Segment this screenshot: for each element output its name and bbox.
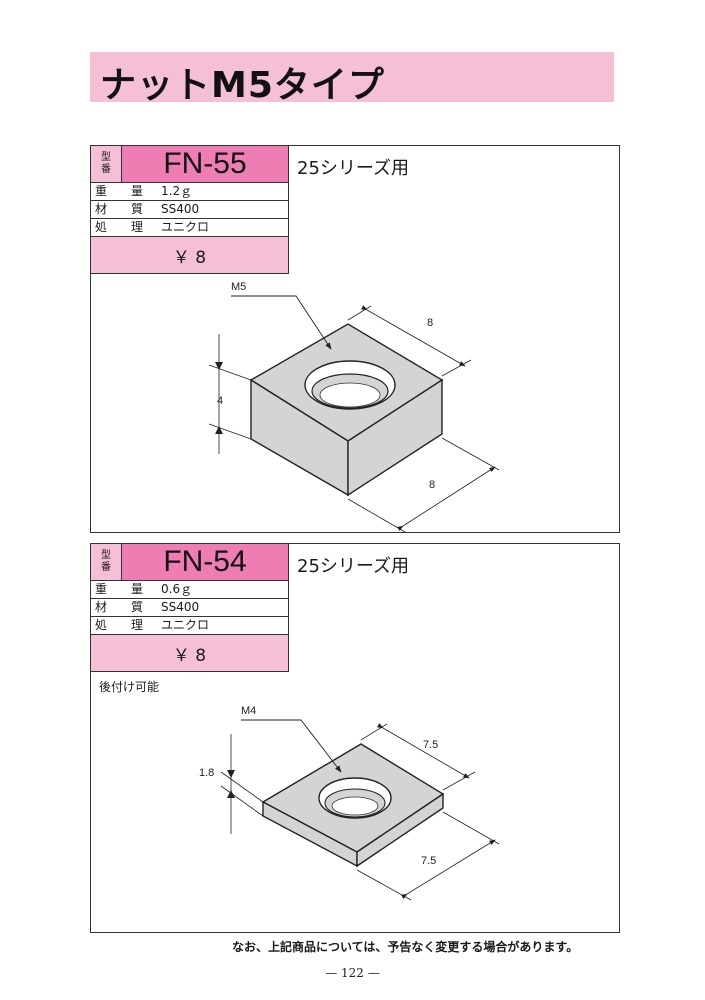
weight-label-2: 量 — [131, 184, 144, 198]
model-row: 型 番 FN-54 — [91, 544, 288, 581]
product-panel-fn54: 型 番 FN-54 重 量 0.6ｇ 材 質 SS400 処 理 ユニクロ ￥ … — [90, 543, 620, 933]
depth-dim-line — [396, 466, 496, 532]
model-label-char-1: 型 — [101, 550, 111, 561]
width-dim-label: 8 — [427, 317, 433, 329]
width-dim-line — [376, 723, 470, 779]
finish-label-1: 処 — [95, 618, 108, 632]
model-label-char-2: 番 — [101, 562, 111, 573]
material-value: SS400 — [161, 202, 200, 216]
spec-table: 型 番 FN-54 重 量 0.6ｇ 材 質 SS400 処 理 ユニクロ ￥ … — [91, 544, 289, 672]
model-label: 型 番 — [91, 544, 122, 580]
thread-leader — [241, 719, 342, 773]
title-banner: ナットM5タイプ — [90, 52, 614, 106]
weight-label-1: 重 — [95, 582, 108, 596]
material-row: 材 質 SS400 — [91, 201, 288, 219]
nut-drawing-fn54: M4 7.5 7.5 1.8 — [199, 705, 500, 901]
nut-right-face — [356, 792, 444, 868]
model-number: FN-55 — [122, 146, 288, 182]
width-dim-label: 7.5 — [423, 739, 438, 751]
material-value: SS400 — [161, 600, 200, 614]
page-title: ナットM5タイプ — [100, 65, 385, 106]
thread-leader — [231, 295, 332, 350]
disclaimer-note: なお、上記商品については、予告なく変更する場合があります。 — [232, 940, 579, 954]
depth-dim-label: 8 — [429, 479, 435, 491]
page-number: — 122 — — [325, 966, 380, 980]
series-label: 25シリーズ用 — [297, 556, 410, 577]
finish-label-1: 処 — [95, 220, 108, 234]
finish-value: ユニクロ — [161, 220, 210, 234]
price-value: ￥ 8 — [172, 247, 207, 268]
weight-label-2: 量 — [131, 582, 144, 596]
thread-label: M5 — [231, 281, 246, 293]
nut-drawing-fn55: M5 8 8 4 — [208, 281, 500, 532]
depth-dim-line — [400, 839, 496, 899]
weight-label-1: 重 — [95, 184, 108, 198]
product-panel-fn55: 型 番 FN-55 重 量 1.2ｇ 材 質 SS400 処 理 ユニクロ ￥ … — [90, 145, 620, 533]
model-label-char-2: 番 — [101, 164, 111, 175]
material-label-1: 材 — [95, 600, 108, 614]
series-label: 25シリーズ用 — [297, 158, 410, 179]
price-value: ￥ 8 — [172, 645, 207, 666]
weight-row: 重 量 1.2ｇ — [91, 183, 288, 201]
weight-value: 0.6ｇ — [161, 582, 193, 596]
material-label-2: 質 — [131, 600, 144, 614]
depth-dim-label: 7.5 — [421, 855, 436, 867]
model-label-char-1: 型 — [101, 152, 111, 163]
thread-label: M4 — [241, 705, 256, 717]
retrofit-note: 後付け可能 — [99, 680, 160, 694]
weight-value: 1.2ｇ — [161, 184, 193, 198]
height-dim-label: 4 — [217, 395, 223, 407]
nut-right-face — [347, 378, 443, 497]
weight-row: 重 量 0.6ｇ — [91, 581, 288, 599]
width-dim-line — [360, 305, 466, 367]
price-row: ￥ 8 — [91, 635, 288, 671]
model-number: FN-54 — [122, 544, 288, 580]
material-row: 材 質 SS400 — [91, 599, 288, 617]
spec-table: 型 番 FN-55 重 量 1.2ｇ 材 質 SS400 処 理 ユニクロ ￥ … — [91, 146, 289, 274]
finish-label-2: 理 — [131, 618, 144, 632]
model-row: 型 番 FN-55 — [91, 146, 288, 183]
material-label-2: 質 — [131, 202, 144, 216]
finish-label-2: 理 — [131, 220, 144, 234]
finish-row: 処 理 ユニクロ — [91, 617, 288, 635]
model-label: 型 番 — [91, 146, 122, 182]
price-row: ￥ 8 — [91, 237, 288, 273]
material-label-1: 材 — [95, 202, 108, 216]
height-dim-label: 1.8 — [199, 767, 214, 779]
finish-value: ユニクロ — [161, 618, 210, 632]
finish-row: 処 理 ユニクロ — [91, 219, 288, 237]
